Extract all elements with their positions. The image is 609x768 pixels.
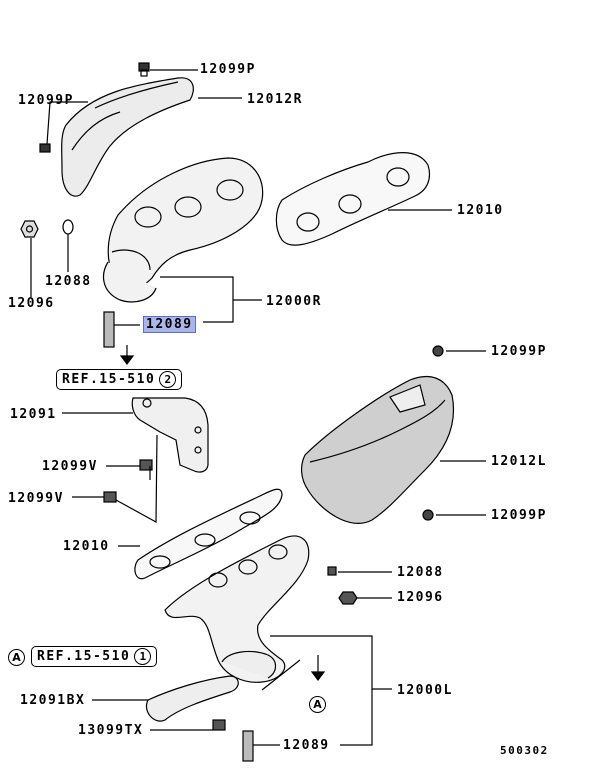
label-12089-bottom: 12089 [283, 738, 330, 753]
label-12099P-right-1: 12099P [491, 344, 547, 359]
reference-number-2: 1 [134, 648, 152, 665]
label-12000L: 12000L [397, 683, 453, 698]
heat-shield-upper [61, 77, 194, 197]
reference-text-1: REF.15-510 [62, 372, 156, 387]
arrow-letter-a: A [309, 696, 326, 713]
gasket-upper [275, 152, 431, 246]
label-12010-mid: 12010 [63, 539, 110, 554]
label-12088-right: 12088 [397, 565, 444, 580]
reference-number-1: 2 [159, 371, 177, 388]
reference-box-1[interactable]: REF.15-510 2 [56, 369, 183, 390]
label-12012L: 12012L [491, 454, 547, 469]
bracket-12091 [131, 397, 209, 473]
label-12088-left: 12088 [45, 274, 92, 289]
label-12091BX: 12091BX [20, 693, 86, 708]
label-12099V-1: 12099V [42, 459, 98, 474]
label-12091: 12091 [10, 407, 57, 422]
label-12096-right: 12096 [397, 590, 444, 605]
exhaust-manifold-lower [164, 535, 310, 683]
gasket-lower [134, 488, 283, 580]
reference-letter-a: A [8, 649, 25, 666]
reference-box-2[interactable]: REF.15-510 1 [31, 646, 158, 667]
heat-shield-lower [301, 375, 455, 525]
label-12000R: 12000R [266, 294, 322, 309]
label-12099P-top: 12099P [200, 62, 256, 77]
label-12089-top-highlighted[interactable]: 12089 [143, 316, 196, 333]
label-12099P-left: 12099P [18, 93, 74, 108]
label-13099TX: 13099TX [78, 723, 144, 738]
diagram-code: 500302 [500, 744, 549, 757]
exhaust-manifold-upper [102, 157, 264, 303]
label-12012R: 12012R [247, 92, 303, 107]
label-12096-left: 12096 [8, 296, 55, 311]
label-12010-top: 12010 [457, 203, 504, 218]
label-12099P-right-2: 12099P [491, 508, 547, 523]
reference-text-2: REF.15-510 [37, 649, 131, 664]
label-12099V-2: 12099V [8, 491, 64, 506]
